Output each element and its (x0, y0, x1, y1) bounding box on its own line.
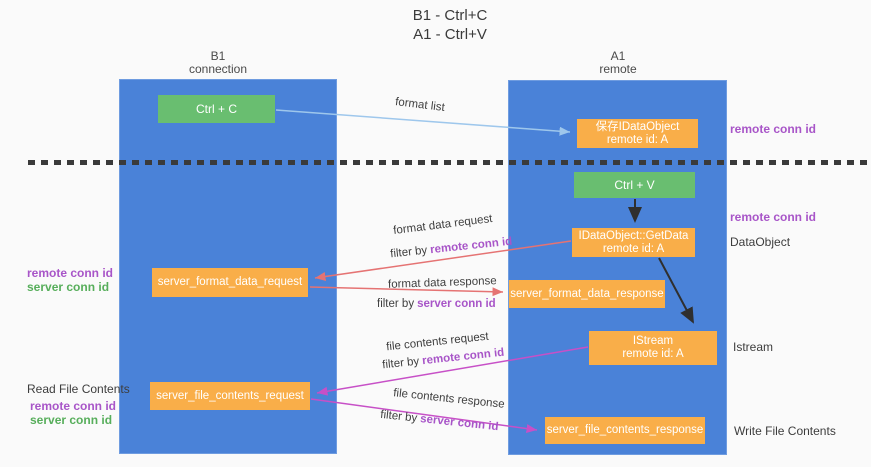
save-idataobject-box: 保存IDataObject remote id: A (577, 119, 698, 148)
server-file-contents-request-label: server_file_contents_request (156, 389, 304, 402)
filter-by-text: filter by (377, 298, 415, 310)
server-file-contents-response-label: server_file_contents_response (546, 424, 704, 436)
server-format-data-response-label: server_format_data_response (510, 287, 664, 300)
left-server-conn-id-2: server conn id (30, 413, 113, 427)
ctrl-v-box: Ctrl + V (574, 172, 695, 198)
getdata-box: IDataObject::GetData remote id: A (572, 228, 695, 257)
right-remote-conn-id-top: remote conn id (730, 122, 817, 136)
format-list-label: format list (394, 96, 446, 114)
left-remote-conn-id-2: remote conn id (30, 399, 117, 413)
server-file-contents-response-box: server_file_contents_response (545, 417, 705, 444)
format-data-response-label: format data response (387, 275, 497, 291)
format-data-request-label: format data request (392, 212, 494, 238)
lane-header-a1: A1 remote (599, 50, 636, 76)
write-file-contents-label: Write File Contents (734, 424, 836, 438)
ctrl-c-label: Ctrl + C (195, 101, 237, 116)
diagram-title: B1 - Ctrl+C A1 - Ctrl+V (413, 6, 488, 44)
save-idataobject-line2: remote id: A (606, 133, 669, 146)
server-conn-id-text: server conn id (419, 413, 500, 434)
istream-line1: IStream (632, 335, 674, 347)
server-format-data-request-label: server_format_data_request (157, 276, 303, 288)
right-remote-conn-id-mid: remote conn id (730, 210, 817, 224)
istream-box: IStream remote id: A (589, 331, 717, 365)
getdata-line2: remote id: A (602, 242, 665, 255)
dataobject-label: DataObject (730, 235, 791, 249)
lane-a1-sub: remote (599, 62, 637, 76)
filter-by-text: filter by (381, 355, 420, 372)
server-conn-id-text: server conn id (417, 298, 496, 310)
ctrl-c-box: Ctrl + C (158, 95, 275, 123)
istream-line2: remote id: A (622, 348, 684, 360)
title-line-1: B1 - Ctrl+C (412, 7, 488, 24)
file-contents-response-label: file contents response (392, 387, 506, 411)
remote-conn-id-text: remote conn id (429, 235, 513, 257)
lane-b1-sub: connection (188, 62, 248, 76)
ctrl-v-label: Ctrl + V (614, 177, 655, 192)
title-line-2: A1 - Ctrl+V (413, 26, 487, 43)
server-format-data-request-box: server_format_data_request (152, 268, 308, 297)
server-format-data-response-box: server_format_data_response (509, 280, 665, 308)
server-file-contents-request-box: server_file_contents_request (150, 382, 310, 410)
filter-by-text: filter by (389, 244, 428, 261)
istream-side-label: Istream (733, 340, 774, 354)
save-idataobject-line1: 保存IDataObject (595, 120, 680, 133)
remote-conn-id-text: remote conn id (421, 346, 505, 368)
lane-b1-name: B1 (210, 49, 226, 63)
lane-header-b1: B1 connection (189, 50, 247, 76)
left-remote-conn-id-1: remote conn id (27, 266, 114, 280)
lane-a1-name: A1 (610, 49, 626, 63)
getdata-line1: IDataObject::GetData (578, 229, 689, 242)
dashed-divider (28, 160, 869, 165)
read-file-contents-label: Read File Contents (27, 382, 130, 396)
filter-by-text: filter by (379, 408, 418, 425)
left-server-conn-id-1: server conn id (27, 280, 110, 294)
